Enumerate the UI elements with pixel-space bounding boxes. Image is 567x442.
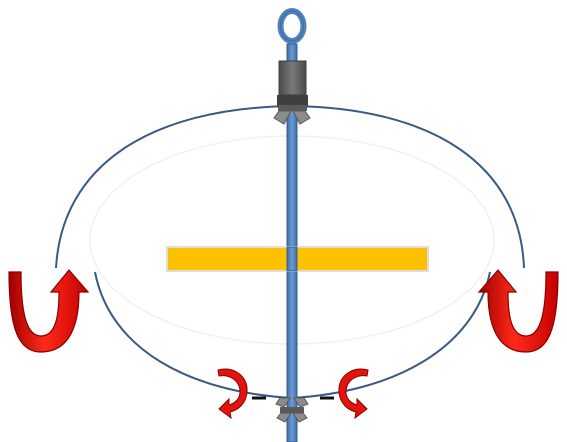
bottom-left-small-arrow-icon bbox=[218, 369, 247, 418]
hanging-ring-icon bbox=[281, 11, 304, 41]
left-curved-arrow-icon bbox=[9, 270, 88, 352]
bottom-right-small-arrow-icon bbox=[339, 369, 368, 418]
top-clamp-block bbox=[277, 61, 308, 107]
right-curved-arrow-icon bbox=[479, 270, 558, 352]
